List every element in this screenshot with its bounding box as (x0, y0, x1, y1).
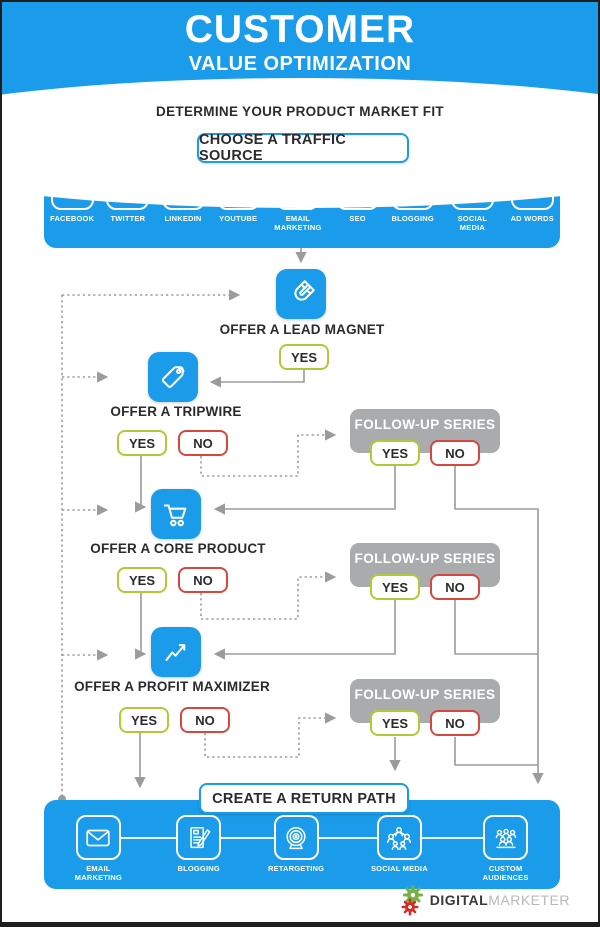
create-return-path-box: CREATE A RETURN PATH (199, 783, 409, 814)
return-path-panel: EMAIL MARKETING BLOGGING RETARGETING (44, 800, 560, 889)
blogging-icon (176, 815, 222, 860)
core-product-no: NO (178, 567, 228, 593)
custom-audiences-icon (483, 815, 529, 860)
traffic-label: LINKEDIN (164, 214, 202, 223)
traffic-label: SOCIAL MEDIA (457, 214, 488, 232)
core-product-label: OFFER A CORE PRODUCT (90, 541, 266, 556)
logo-wordmark: DIGITALMARKETER (430, 892, 570, 908)
return-item-retargeting: RETARGETING (268, 815, 324, 873)
lead-magnet-yes: YES (279, 344, 329, 370)
traffic-label: AD WORDS (510, 214, 554, 223)
return-label: CUSTOM AUDIENCES (482, 864, 529, 882)
return-label: EMAIL MARKETING (74, 864, 122, 882)
page-subtitle: VALUE OPTIMIZATION (188, 53, 412, 75)
followup-1-no: NO (430, 440, 480, 466)
return-label: BLOGGING (177, 864, 220, 873)
core-product-yes: YES (117, 567, 167, 593)
tripwire-label: OFFER A TRIPWIRE (110, 404, 242, 419)
tripwire-no: NO (178, 430, 228, 456)
traffic-label: BLOGGING (391, 214, 434, 223)
profit-maximizer-yes: YES (119, 707, 169, 733)
gear-flower-icon (401, 885, 423, 916)
followup-2-no: NO (430, 574, 480, 600)
return-item-email-marketing: EMAIL MARKETING (67, 815, 129, 882)
digitalmarketer-logo: DIGITALMARKETER (400, 884, 570, 916)
email-icon (75, 815, 121, 860)
choose-traffic-source-box: CHOOSE A TRAFFIC SOURCE (197, 132, 409, 164)
page-title: CUSTOMER (184, 8, 416, 51)
retargeting-icon (273, 815, 319, 860)
traffic-label: YOUTUBE (219, 214, 258, 223)
growth-chart-icon (151, 627, 201, 677)
header-banner: CUSTOMER VALUE OPTIMIZATION (2, 2, 598, 208)
price-tag-icon (148, 352, 198, 402)
logo-digital: DIGITAL (429, 892, 489, 908)
followup-3-yes: YES (370, 710, 420, 736)
followup-3-no: NO (430, 710, 480, 736)
tripwire-yes: YES (117, 430, 167, 456)
return-label: SOCIAL MEDIA (370, 864, 428, 873)
profit-maximizer-label: OFFER A PROFIT MAXIMIZER (74, 679, 270, 694)
social-media-icon (376, 815, 422, 860)
traffic-label: TWITTER (110, 214, 146, 223)
determine-fit-label: DETERMINE YOUR PRODUCT MARKET FIT (156, 104, 444, 119)
traffic-label: SEO (349, 214, 366, 223)
shopping-cart-icon (151, 489, 201, 539)
profit-maximizer-no: NO (180, 707, 230, 733)
magnet-icon (276, 269, 326, 319)
followup-2-yes: YES (370, 574, 420, 600)
return-label: RETARGETING (267, 864, 325, 873)
return-item-blogging: BLOGGING (176, 815, 222, 873)
logo-marketer: MARKETER (488, 892, 570, 908)
followup-1-yes: YES (370, 440, 420, 466)
traffic-label: EMAIL MARKETING (274, 214, 322, 232)
lead-magnet-label: OFFER A LEAD MAGNET (219, 322, 385, 337)
traffic-label: FACEBOOK (50, 214, 95, 223)
return-item-social-media: SOCIAL MEDIA (371, 815, 428, 873)
return-item-custom-audiences: CUSTOM AUDIENCES (475, 815, 537, 882)
